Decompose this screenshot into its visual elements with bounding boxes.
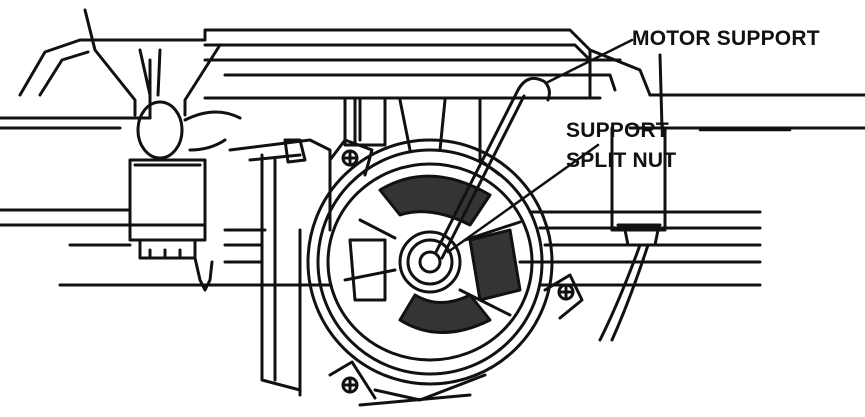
top-frame bbox=[0, 28, 865, 130]
motor-body bbox=[306, 138, 584, 407]
support-split-nut-label-line2: SPLIT NUT bbox=[566, 149, 677, 172]
split-nut-leader bbox=[446, 143, 600, 254]
leader-lines bbox=[446, 38, 792, 254]
motor-support-rod bbox=[434, 76, 551, 260]
left-valve bbox=[83, 8, 242, 292]
motor-support-label: MOTOR SUPPORT bbox=[632, 27, 820, 50]
right-switch bbox=[598, 53, 667, 342]
frame-rails bbox=[0, 208, 762, 287]
motor-support-leader bbox=[546, 38, 634, 84]
support-split-nut-label-line1: SUPPORT bbox=[566, 119, 669, 142]
